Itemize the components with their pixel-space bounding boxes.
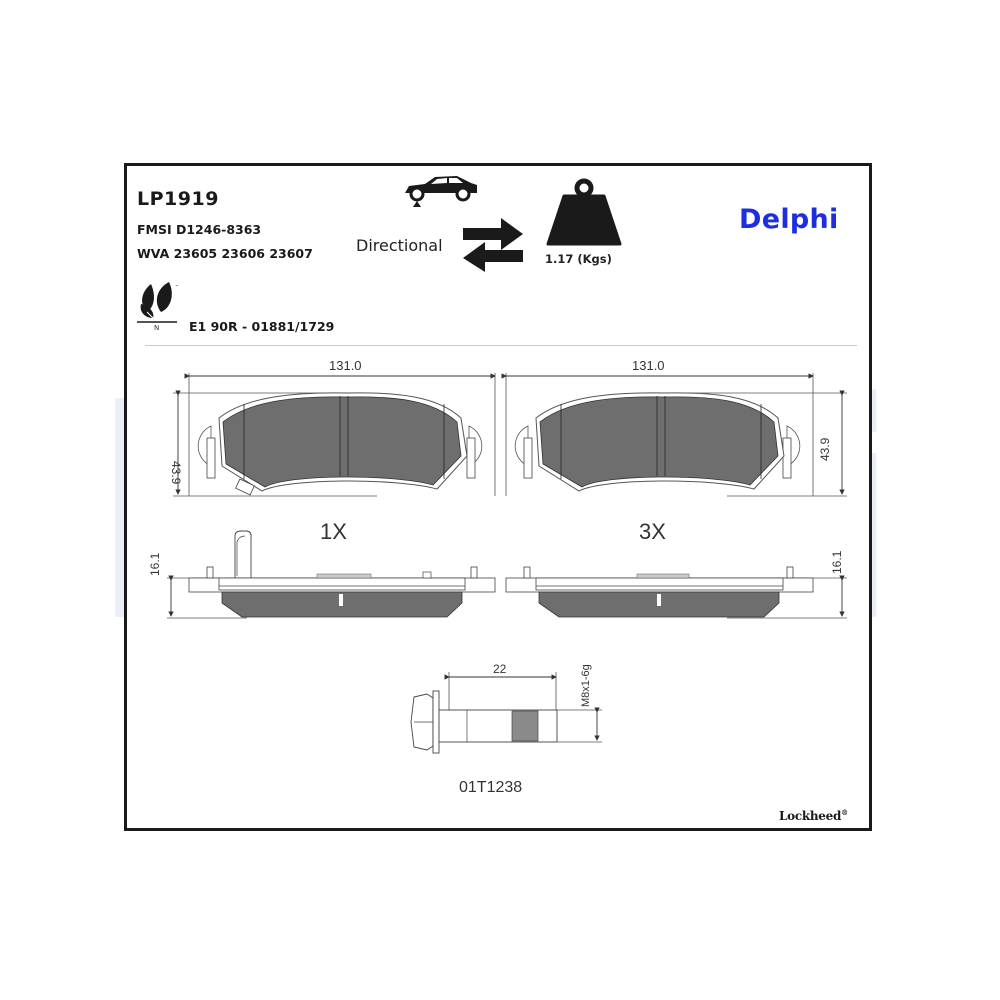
pad-left-side-view: 16.1	[148, 530, 496, 619]
directional-arrows-icon	[463, 218, 523, 272]
part-number: LP1919	[137, 188, 219, 210]
directional-label: Directional	[356, 236, 443, 255]
car-front-axle-icon	[405, 176, 477, 207]
svg-text:131.0: 131.0	[329, 358, 362, 373]
quantity-left: 1X	[320, 519, 347, 544]
svg-text:N: N	[154, 324, 159, 330]
section-divider	[145, 345, 857, 346]
eco-leaf-icon: N ™	[137, 282, 179, 330]
fmsi-code: FMSI D1246-8363	[137, 222, 262, 237]
quantity-right: 3X	[639, 519, 666, 544]
svg-text:16.1: 16.1	[830, 550, 844, 574]
brand-logo: Delphi	[739, 204, 839, 235]
lockheed-logo: Lockheed®	[779, 808, 848, 823]
technical-drawing: 131.0 43.9 131.0	[148, 358, 847, 796]
svg-text:™: ™	[175, 284, 179, 289]
svg-text:M8x1-6g: M8x1-6g	[580, 664, 592, 707]
weight-icon	[546, 178, 622, 246]
pad-left-front-view: 131.0 43.9	[169, 358, 496, 497]
pad-right-side-view: 16.1	[505, 550, 847, 619]
ece-approval: E1 90R - 01881/1729	[189, 319, 335, 334]
product-datasheet: LP1919 FMSI D1246-8363 WVA 23605 23606 2…	[124, 163, 872, 831]
pad-right-front-view: 131.0 43.9	[501, 358, 847, 497]
svg-text:22: 22	[493, 662, 507, 676]
svg-text:16.1: 16.1	[148, 552, 162, 576]
svg-text:43.9: 43.9	[818, 437, 832, 461]
bolt-code: 01T1238	[459, 779, 522, 796]
bolt-drawing: 22 M8x1-6g 01T1238	[410, 662, 602, 796]
wva-codes: WVA 23605 23606 23607	[137, 246, 313, 261]
svg-text:131.0: 131.0	[632, 358, 665, 373]
weight-value: 1.17 (Kgs)	[545, 252, 612, 266]
svg-text:43.9: 43.9	[169, 461, 183, 485]
